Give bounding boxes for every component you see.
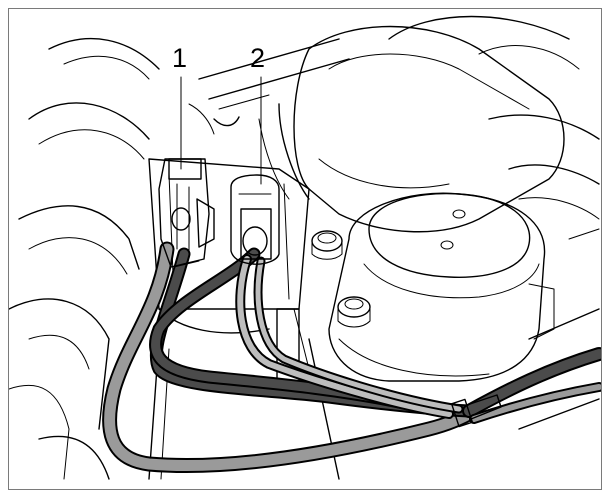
connector-1 bbox=[158, 158, 215, 268]
diagram-frame: 1 2 bbox=[8, 8, 602, 490]
engine-mount bbox=[311, 192, 555, 382]
wiring-harness bbox=[102, 241, 601, 474]
background-linework bbox=[9, 15, 600, 480]
connector-2 bbox=[230, 174, 280, 265]
wire-light bbox=[104, 243, 480, 472]
cable-tie bbox=[450, 394, 502, 428]
callout-1-label: 1 bbox=[172, 43, 187, 73]
callout-2-label: 2 bbox=[250, 43, 265, 73]
engine-bay-illustration: 1 2 bbox=[9, 15, 601, 480]
mount-bolt-bottom bbox=[337, 296, 371, 328]
mount-bolt-top bbox=[311, 230, 343, 260]
